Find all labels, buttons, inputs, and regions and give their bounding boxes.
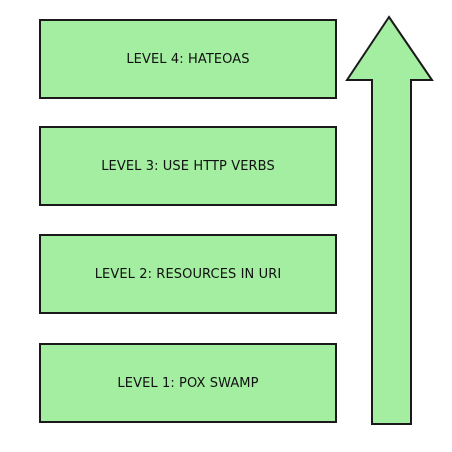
level-2-label: LEVEL 2: RESOURCES IN URI [94, 266, 282, 282]
level-3-label: LEVEL 3: USE HTTP VERBS [101, 158, 275, 174]
level-2-box: LEVEL 2: RESOURCES IN URI [39, 234, 337, 314]
up-arrow-shape [345, 15, 434, 425]
level-4-label: LEVEL 4: HATEOAS [126, 51, 250, 67]
level-1-box: LEVEL 1: POX SWAMP [39, 343, 337, 423]
level-1-label: LEVEL 1: POX SWAMP [117, 375, 259, 391]
level-4-box: LEVEL 4: HATEOAS [39, 19, 337, 99]
level-3-box: LEVEL 3: USE HTTP VERBS [39, 126, 337, 206]
